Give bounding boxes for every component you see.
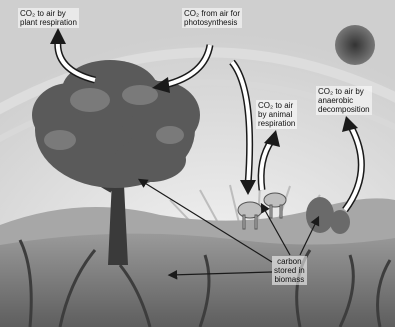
label-text: stored in bbox=[274, 266, 305, 275]
label-carbon-biomass: carbon stored in biomass bbox=[272, 256, 307, 285]
label-text: respiration bbox=[258, 119, 295, 128]
label-text: plant respiration bbox=[20, 18, 77, 27]
label-text: anaerobic bbox=[318, 96, 370, 105]
label-anaerobic-decomposition: CO₂ to air by anaerobic decomposition bbox=[316, 86, 372, 115]
label-text: CO₂ to air by bbox=[20, 9, 77, 18]
label-text: biomass bbox=[274, 275, 305, 284]
label-plant-respiration: CO₂ to air by plant respiration bbox=[18, 8, 79, 28]
sun bbox=[335, 25, 375, 65]
label-text: by animal bbox=[258, 110, 295, 119]
label-text: CO₂ from air for bbox=[184, 9, 240, 18]
ground bbox=[0, 234, 395, 327]
label-text: decomposition bbox=[318, 105, 370, 114]
label-photosynthesis: CO₂ from air for photosynthesis bbox=[182, 8, 242, 28]
label-animal-respiration: CO₂ to air by animal respiration bbox=[256, 100, 297, 129]
label-text: CO₂ to air by bbox=[318, 87, 370, 96]
label-text: carbon bbox=[274, 257, 305, 266]
label-text: photosynthesis bbox=[184, 18, 240, 27]
label-text: CO₂ to air bbox=[258, 101, 295, 110]
